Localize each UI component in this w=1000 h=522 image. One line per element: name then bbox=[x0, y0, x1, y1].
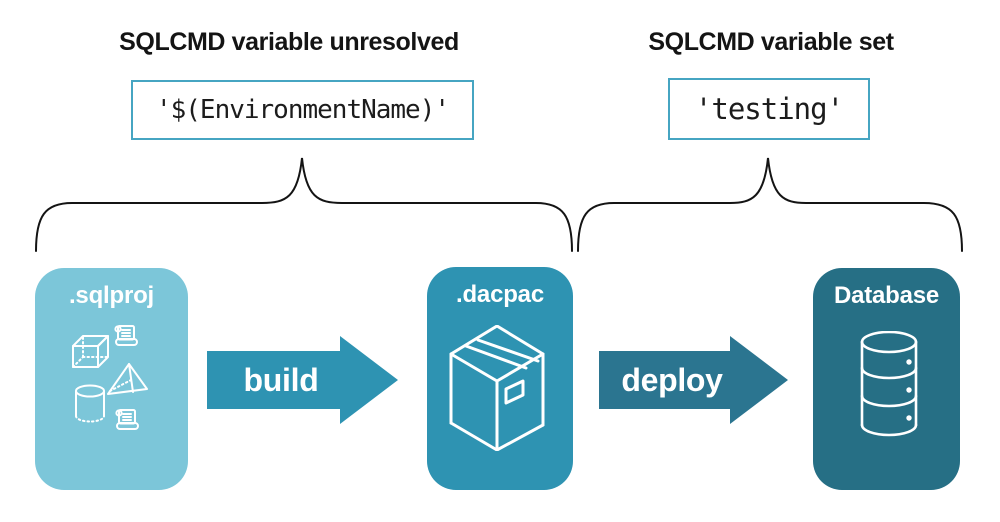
code-environment-variable: '$(EnvironmentName)' bbox=[155, 95, 450, 125]
cube-icon bbox=[72, 335, 109, 368]
node-database-label: Database bbox=[833, 282, 940, 309]
build-arrow-icon bbox=[207, 336, 398, 424]
node-dacpac: .dacpac bbox=[427, 267, 573, 490]
brace-right-icon bbox=[577, 157, 963, 252]
pyramid-icon bbox=[107, 363, 148, 395]
code-testing-value: 'testing' bbox=[694, 92, 844, 126]
heading-sqlcmd-set: SQLCMD variable set bbox=[648, 28, 894, 56]
codebox-unresolved-value: '$(EnvironmentName)' bbox=[131, 80, 474, 140]
brace-left-icon bbox=[35, 157, 573, 252]
node-dacpac-label: .dacpac bbox=[456, 281, 544, 308]
node-database: Database bbox=[813, 268, 960, 490]
script-scroll-icon bbox=[114, 325, 138, 346]
build-arrow-label: build bbox=[243, 361, 319, 398]
database-cylinder-icon bbox=[860, 331, 918, 437]
sql-objects-icon bbox=[72, 325, 148, 430]
node-sqlproj: .sqlproj bbox=[35, 268, 188, 490]
script-scroll-icon bbox=[115, 409, 139, 430]
codebox-resolved-value: 'testing' bbox=[668, 78, 870, 140]
heading-sqlcmd-unresolved: SQLCMD variable unresolved bbox=[119, 28, 459, 56]
deploy-arrow-label: deploy bbox=[621, 361, 723, 398]
deploy-arrow-icon bbox=[599, 336, 788, 424]
package-box-icon bbox=[449, 325, 545, 451]
node-sqlproj-label: .sqlproj bbox=[68, 282, 155, 309]
cylinder-icon bbox=[75, 384, 105, 423]
